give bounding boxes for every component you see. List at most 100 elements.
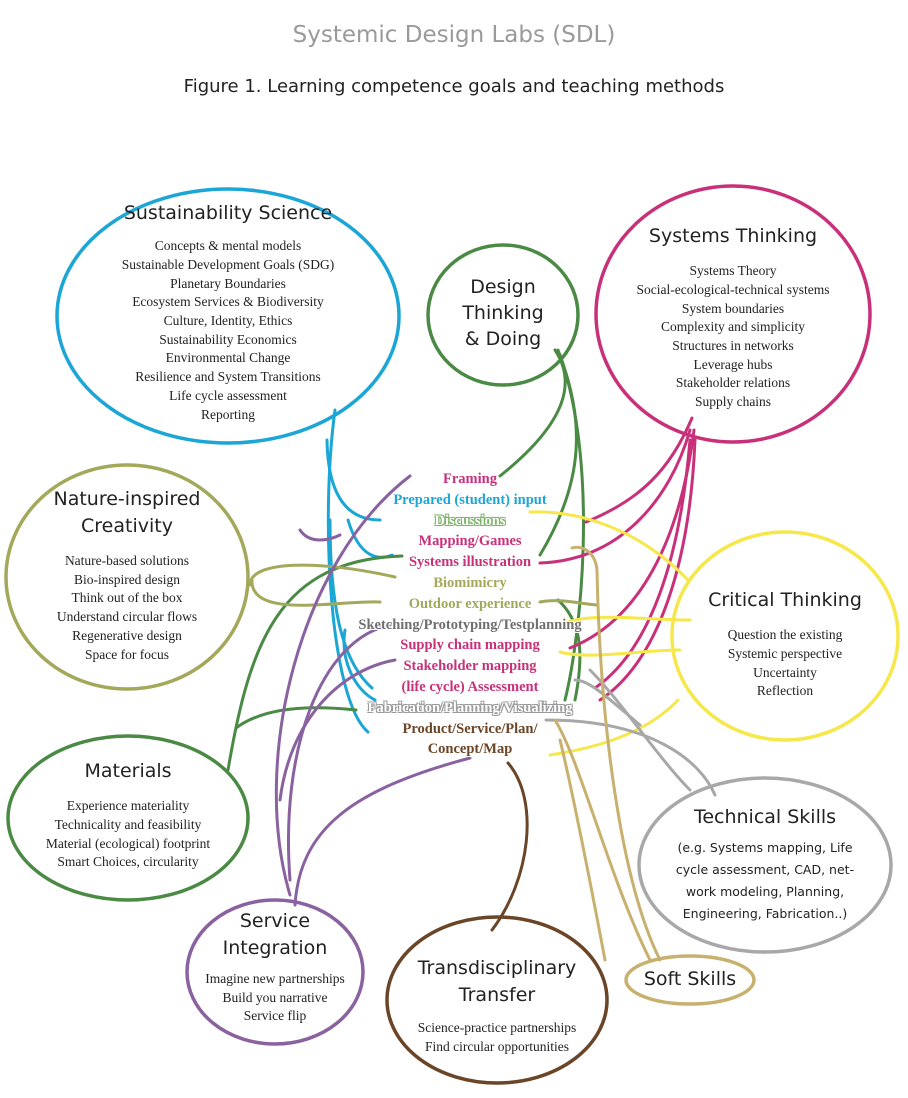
connector-service [274,474,412,897]
bubble-item: Systems Theory [689,263,777,279]
connector-materials [226,554,404,772]
bubble-item: Stakeholder relations [675,375,791,391]
method-label: Framing [443,471,497,487]
connector-sustainability [325,438,382,522]
method-label: Supply chain mapping [400,637,540,654]
bubble-item: Complexity and simplicity [661,319,805,335]
bubble-outline-transfer [385,915,609,1085]
connector-technical [544,718,717,797]
bubble-item: Technicality and feasibility [54,816,202,832]
bubble-item: Experience materiality [66,798,190,814]
bubble-item: Build you narrative [222,989,328,1005]
bubble-item: Find circular opportunities [425,1038,569,1054]
bubble-item: Smart Choices, circularity [57,854,199,870]
method-label: Discussions [434,512,506,529]
bubble-item: Regenerative design [72,627,182,643]
bubble-outline-critical [670,530,900,742]
bubble-item: Supply chains [694,394,772,410]
bubble-item: (e.g. Systems mapping, Life [677,840,853,856]
bubble-soft: Soft Skills [626,968,754,991]
bubble-item: Imagine new partnerships [205,971,345,986]
bubble-sustainability: Sustainability Science Concepts & mental… [58,202,398,424]
connector-systems [538,428,692,565]
bubble-title: Technical Skills [693,806,837,828]
connector-nature [248,563,397,587]
page-title: Systemic Design Labs (SDL) [292,22,616,48]
bubble-item: Space for focus [85,646,169,662]
method-label: Fabrication/Planning/Visualizing [367,699,573,716]
bubble-item: Science-practice partnerships [417,1020,577,1035]
connector-systems [593,438,692,690]
bubble-item: Resilience and System Transitions [135,369,321,385]
bubble-outline-technical [637,776,893,954]
method-label: Mapping/Games [418,533,522,550]
method-label: Prepared (student) input [393,491,547,508]
method-label: Biomimicry [433,574,507,591]
bubble-item: Sustainable Development Goals (SDG) [121,256,335,272]
bubble-item: Uncertainty [753,664,817,680]
connector-critical [558,648,682,657]
bubble-item: Environmental Change [165,350,291,366]
bubble-technical: Technical Skills (e.g. Systems mapping, … [640,806,890,925]
bubble-outline-sustainability [55,187,401,445]
bubble-item: Culture, Identity, Ethics [163,312,293,328]
connector-sustainability [326,408,370,734]
bubble-item: Concepts & mental models [154,238,302,254]
bubble-title: Critical Thinking [708,589,862,611]
bubble-service: Service Integration Imagine new partners… [187,908,363,1026]
bubble-item: Sustainability Economics [159,331,297,347]
bubble-nature: Nature-inspired Creativity Nature-based … [6,486,248,664]
bubble-item: Service flip [243,1008,307,1024]
bubble-transfer: Transdisciplinary Transfer Science-pract… [387,955,607,1056]
bubble-item: cycle assessment, CAD, net- [675,862,855,878]
connector-critical [528,510,690,582]
bubble-outline-materials [6,734,250,902]
method-label: (life cycle) Assessment [401,678,539,695]
method-label: Systems illustration [408,554,532,571]
bubble-item: work modeling, Planning, [685,884,845,900]
method-label: Concept/Map [427,741,513,758]
bubble-item: Material (ecological) footprint [45,835,211,851]
method-label: Outdoor experience [408,595,532,612]
connector-systems [598,438,697,702]
bubble-item: Engineering, Fabrication..) [682,906,848,922]
bubble-title: Nature-inspired Creativity [53,488,201,537]
bubble-outline-systems [594,184,872,444]
bubble-item: Leverage hubs [693,356,773,372]
bubble-item: Reflection [756,683,814,699]
connector-technical [588,668,692,792]
connector-transfer [490,761,529,932]
bubble-item: Nature-based solutions [64,553,190,568]
bubble-item: Structures in networks [672,337,794,353]
connector-design [556,598,582,702]
connector-soft [570,545,662,962]
bubble-item: Think out of the box [71,590,183,606]
connector-service [298,528,342,542]
bubble-item: Question the existing [727,627,843,643]
bubble-item: Understand circular flows [56,609,198,625]
bubble-item: Systemic perspective [727,645,843,661]
bubble-title: Materials [84,760,172,782]
connector-service [286,623,392,882]
bubble-title: Soft Skills [643,968,737,990]
bubble-title: Design Thinking & Doing [462,276,544,350]
connector-sustainability [328,518,374,690]
bubble-title: Systems Thinking [648,225,818,247]
connector-soft [553,718,652,962]
bubble-title: Transdisciplinary Transfer [417,957,577,1006]
method-label: Product/Service/Plan/ [402,720,538,737]
bubble-title: Sustainability Science [123,202,333,224]
connector-service [278,658,397,802]
connector-nature [250,578,382,607]
method-label: Sketching/Prototyping/Testplanning [358,616,582,633]
